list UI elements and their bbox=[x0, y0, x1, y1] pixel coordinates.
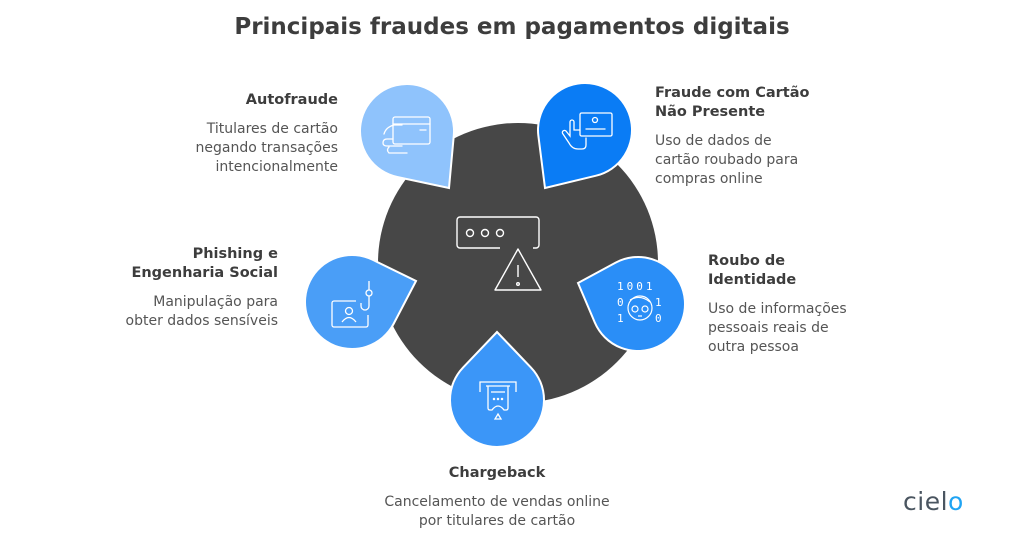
item-title: Autofraude bbox=[245, 92, 338, 108]
item-description: Cancelamento de vendas online por titula… bbox=[384, 494, 610, 529]
item-fraude-cnp: Fraude com Cartão Não Presente Uso de da… bbox=[655, 84, 855, 189]
svg-text:1: 1 bbox=[655, 296, 662, 309]
logo-accent: o bbox=[948, 487, 964, 516]
item-title: Chargeback bbox=[448, 465, 546, 481]
logo-text: ciel bbox=[903, 487, 949, 516]
center-circle bbox=[378, 123, 658, 403]
hand-holding-card-icon bbox=[561, 112, 613, 150]
item-phishing: Phishing e Engenharia Social Manipulação… bbox=[100, 245, 278, 331]
drop-phishing bbox=[304, 254, 418, 350]
item-title: Fraude com Cartão Não Presente bbox=[655, 85, 810, 120]
hand-card-icon bbox=[382, 116, 431, 154]
item-description: Uso de informações pessoais reais de out… bbox=[708, 301, 847, 355]
drop-chargeback bbox=[449, 330, 545, 448]
svg-text:0: 0 bbox=[655, 312, 662, 325]
item-roubo-identidade: Roubo de Identidade Uso de informações p… bbox=[708, 252, 908, 357]
svg-text:1001: 1001 bbox=[617, 280, 656, 293]
binary-person-icon: 1001 0 1 1 0 bbox=[617, 280, 662, 325]
drop-autofraude bbox=[359, 83, 455, 190]
svg-text:0: 0 bbox=[617, 296, 624, 309]
item-description: Uso de dados de cartão roubado para comp… bbox=[655, 133, 799, 187]
receipt-terminal-icon bbox=[479, 381, 517, 420]
page-title: Principais fraudes em pagamentos digitai… bbox=[234, 14, 790, 40]
cielo-logo: cielo bbox=[903, 487, 964, 516]
item-title: Roubo de Identidade bbox=[708, 253, 797, 288]
item-title: Phishing e Engenharia Social bbox=[131, 246, 278, 281]
password-warning-icon bbox=[456, 216, 542, 291]
drop-roubo-identidade bbox=[576, 256, 686, 352]
item-chargeback: Chargeback Cancelamento de vendas online… bbox=[347, 464, 647, 531]
item-description: Titulares de cartão negando transações i… bbox=[195, 121, 338, 175]
svg-text:1: 1 bbox=[617, 312, 624, 325]
item-autofraude: Autofraude Titulares de cartão negando t… bbox=[160, 91, 338, 177]
item-description: Manipulação para obter dados sensíveis bbox=[125, 294, 278, 329]
phishing-hook-icon bbox=[331, 281, 373, 328]
